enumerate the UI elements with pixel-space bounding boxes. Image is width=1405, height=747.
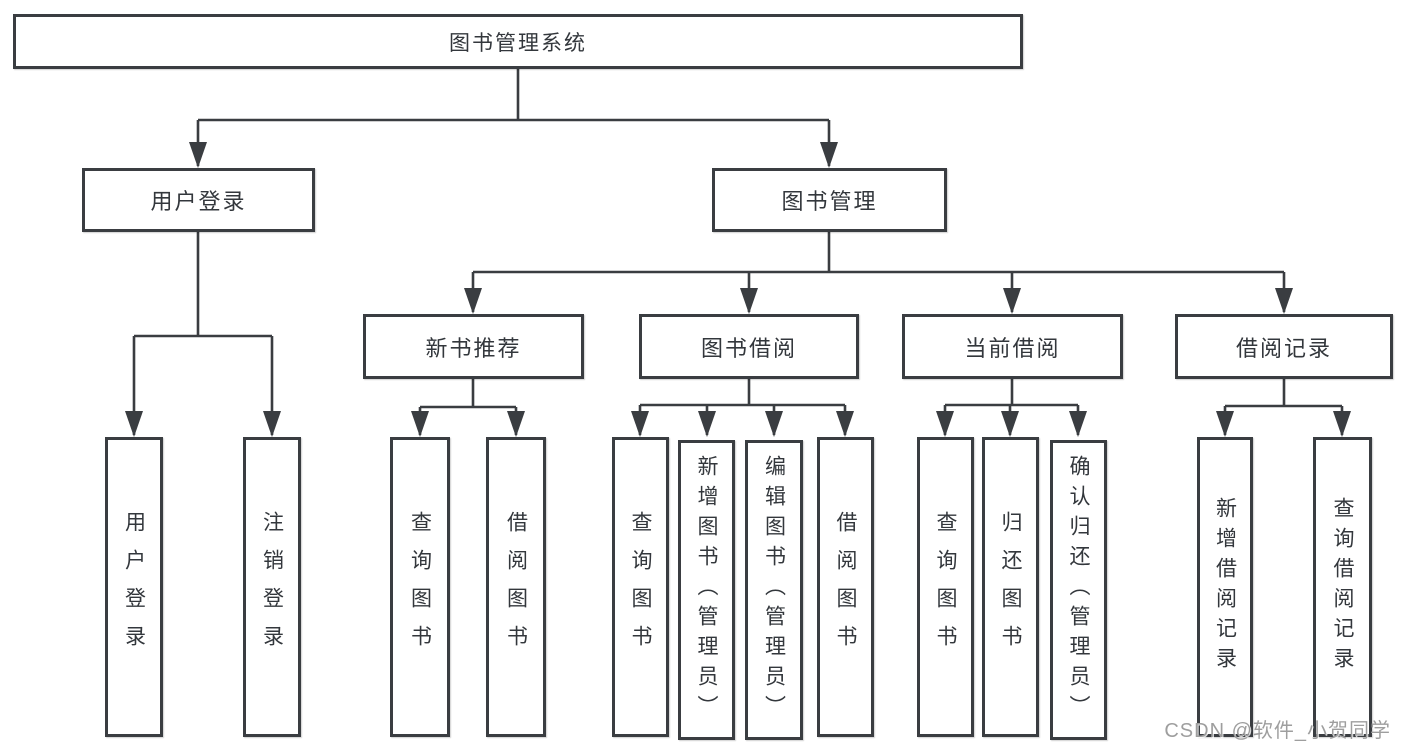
leaf-borrow-edit-books-admin: 编辑图书（管理员） bbox=[745, 440, 803, 740]
leaf-current-confirm-return-admin: 确认归还（管理员） bbox=[1050, 440, 1107, 740]
leaf-current-query-books-label: 查询图书 bbox=[934, 511, 957, 663]
node-root-label: 图书管理系统 bbox=[449, 31, 587, 55]
node-borrow-records-label: 借阅记录 bbox=[1235, 335, 1332, 361]
leaf-user-login-label: 用户登录 bbox=[122, 511, 146, 663]
leaf-borrow-add-books-admin: 新增图书（管理员） bbox=[678, 440, 735, 740]
leaf-current-query-books: 查询图书 bbox=[917, 437, 974, 737]
leaf-current-return-books-label: 归还图书 bbox=[999, 511, 1022, 663]
leaf-records-query-record: 查询借阅记录 bbox=[1313, 437, 1372, 737]
leaf-records-add-record: 新增借阅记录 bbox=[1197, 437, 1253, 737]
leaf-logout: 注销登录 bbox=[243, 437, 301, 737]
leaf-logout-label: 注销登录 bbox=[260, 511, 284, 663]
leaf-borrow-edit-books-admin-label: 编辑图书（管理员） bbox=[762, 455, 786, 725]
leaf-borrow-borrow-books: 借阅图书 bbox=[817, 437, 874, 737]
node-current-borrow-label: 当前借阅 bbox=[964, 335, 1061, 361]
arrowheads bbox=[125, 142, 1351, 437]
leaf-newbooks-query-books-label: 查询图书 bbox=[408, 511, 432, 663]
leaf-borrow-add-books-admin-label: 新增图书（管理员） bbox=[695, 455, 718, 725]
node-book-borrow: 图书借阅 bbox=[639, 314, 859, 379]
csdn-watermark: CSDN @软件_小贺同学 bbox=[1164, 720, 1391, 742]
leaf-user-login: 用户登录 bbox=[105, 437, 163, 737]
node-borrow-records: 借阅记录 bbox=[1175, 314, 1393, 379]
leaf-newbooks-query-books: 查询图书 bbox=[390, 437, 450, 737]
leaf-records-add-record-label: 新增借阅记录 bbox=[1213, 497, 1237, 677]
leaf-borrow-query-books: 查询图书 bbox=[612, 437, 669, 737]
leaf-current-return-books: 归还图书 bbox=[982, 437, 1039, 737]
leaf-borrow-borrow-books-label: 借阅图书 bbox=[834, 511, 857, 663]
node-new-book-recommend: 新书推荐 bbox=[363, 314, 584, 379]
node-new-book-recommend-label: 新书推荐 bbox=[425, 335, 522, 361]
node-user-login: 用户登录 bbox=[82, 168, 315, 232]
node-book-borrow-label: 图书借阅 bbox=[700, 335, 797, 361]
node-current-borrow: 当前借阅 bbox=[902, 314, 1123, 379]
leaf-newbooks-borrow-books: 借阅图书 bbox=[486, 437, 546, 737]
leaf-newbooks-borrow-books-label: 借阅图书 bbox=[504, 511, 528, 663]
node-book-management: 图书管理 bbox=[712, 168, 947, 232]
leaf-borrow-query-books-label: 查询图书 bbox=[629, 511, 652, 663]
node-root: 图书管理系统 bbox=[13, 14, 1023, 69]
node-user-login-label: 用户登录 bbox=[150, 189, 247, 214]
leaf-records-query-record-label: 查询借阅记录 bbox=[1331, 497, 1354, 677]
node-book-management-label: 图书管理 bbox=[781, 189, 878, 214]
leaf-current-confirm-return-admin-label: 确认归还（管理员） bbox=[1067, 455, 1090, 725]
